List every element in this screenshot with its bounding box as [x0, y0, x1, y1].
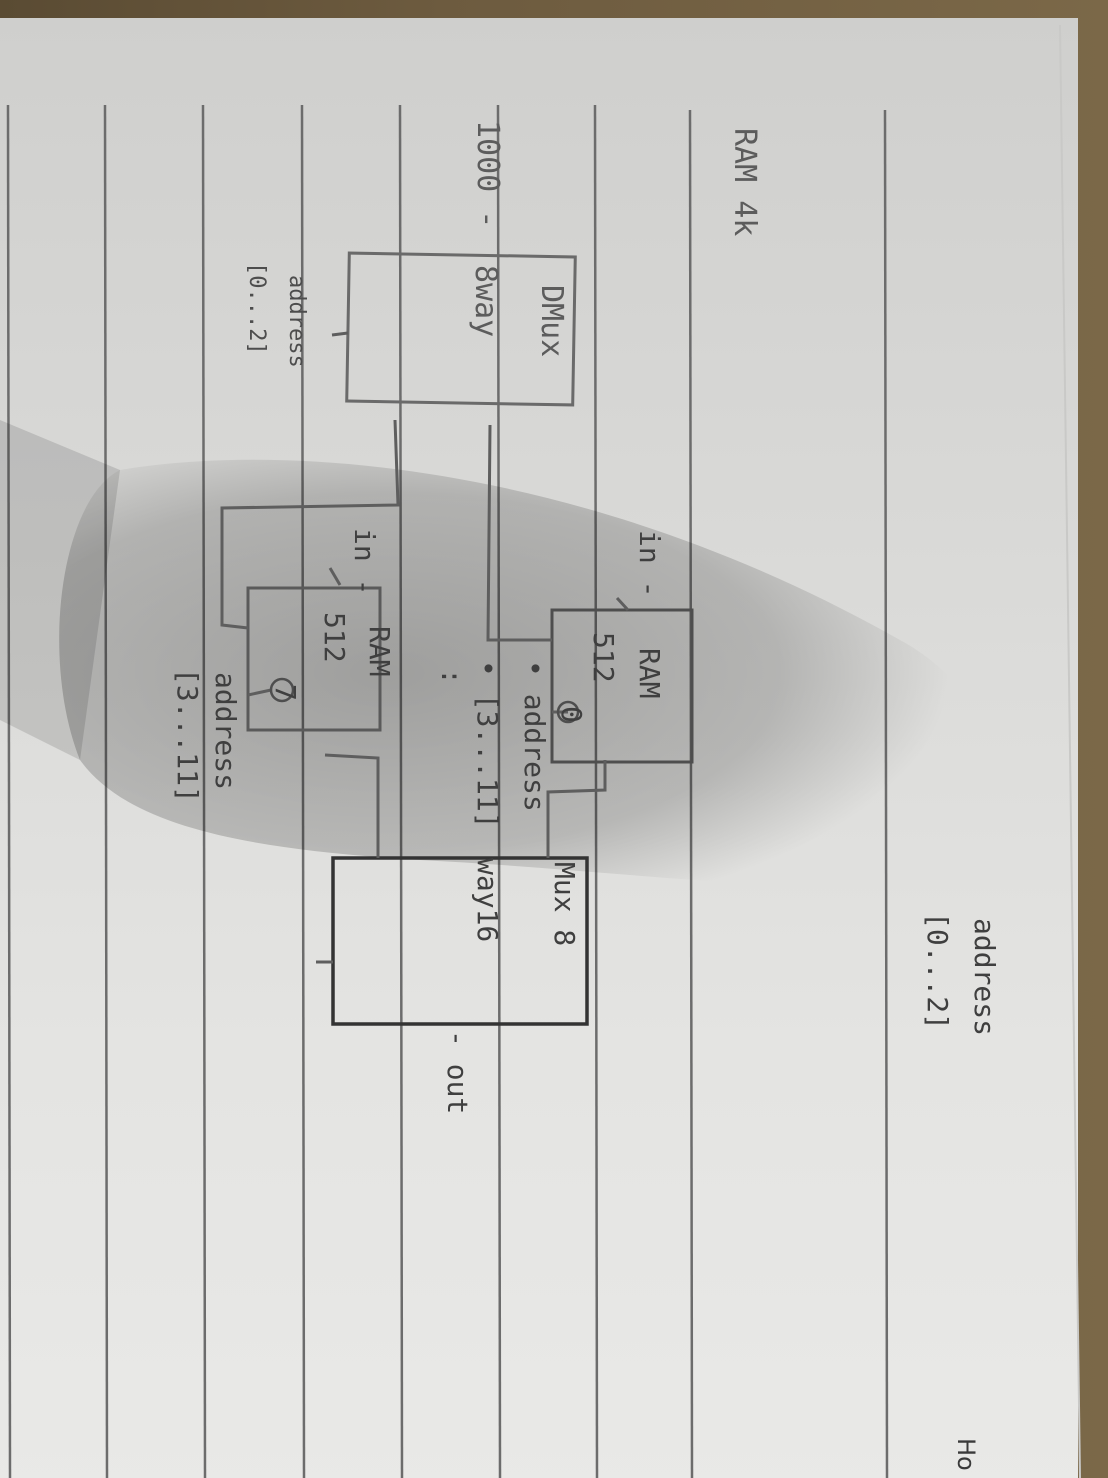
ram-top-index: 0: [555, 706, 588, 723]
ram-top-size: 512: [587, 632, 620, 683]
dmux-address-label: address: [284, 275, 309, 368]
hand-shadow: [59, 459, 997, 887]
ram-bottom-address-range: [3...11]: [171, 668, 204, 803]
dmux-box: [345, 251, 577, 407]
ram-bottom-in-label: in -: [348, 528, 381, 595]
ram-top-name: RAM: [633, 648, 666, 699]
mux-address-range: [0...2]: [921, 912, 954, 1030]
corner-text: Ho: [952, 1438, 980, 1471]
ram-top-in-label: in -: [633, 530, 666, 597]
mux-out-label: - out: [441, 1030, 474, 1114]
mux-box: [331, 856, 589, 1026]
ram-top-dots: :: [435, 668, 468, 685]
ram-top-address-range: • [3...11]: [471, 660, 504, 829]
mux-name: Mux 8: [548, 862, 581, 946]
ram-bottom-index-circle: [269, 677, 295, 703]
ram-bottom-size: 512: [318, 612, 351, 663]
ram-top-index-circle: [556, 700, 580, 724]
ram-top-box: [550, 608, 694, 764]
paper-edge: [1059, 24, 1081, 1478]
dmux-name: DMux: [534, 285, 569, 357]
ram-top-address-label: • address: [518, 660, 551, 812]
mux-subname: way16: [471, 858, 504, 942]
wires: [220, 331, 630, 964]
ram-bottom-box: [246, 586, 382, 732]
ram-bottom-index: 7: [269, 684, 302, 701]
dmux-input-label: 1000 -: [470, 120, 505, 228]
dmux-address-range: [0...2]: [244, 262, 269, 355]
left-shadow: [0, 420, 120, 760]
dmux-subname: 8way: [468, 265, 503, 337]
mux-address-label: address: [968, 918, 1001, 1036]
ram-bottom-address-label: address: [209, 672, 242, 790]
ram-bottom-name: RAM: [363, 626, 396, 677]
sheet-title: RAM 4k: [727, 128, 762, 236]
